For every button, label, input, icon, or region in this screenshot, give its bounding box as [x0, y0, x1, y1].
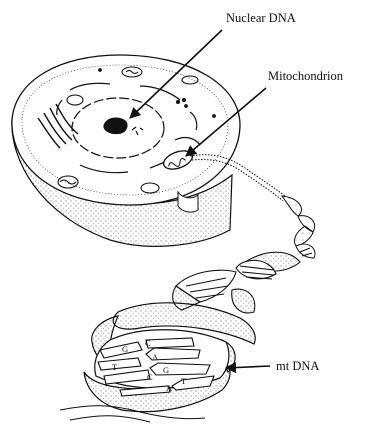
helix-large — [84, 303, 255, 412]
cell — [12, 55, 240, 246]
base-t2: T — [181, 376, 187, 386]
base-a2: A — [166, 383, 173, 393]
label-mt-dna: mt DNA — [276, 359, 319, 373]
base-a1: A — [152, 352, 159, 362]
base-g: G — [122, 344, 128, 354]
base-c: C — [145, 338, 151, 348]
base-c2: C — [147, 372, 153, 382]
label-mitochondrion: Mitochondrion — [268, 69, 344, 83]
base-g2: G — [163, 365, 169, 375]
base-t1: T — [112, 362, 118, 372]
label-nuclear-dna: Nuclear DNA — [226, 11, 296, 25]
helix-small — [282, 196, 315, 258]
